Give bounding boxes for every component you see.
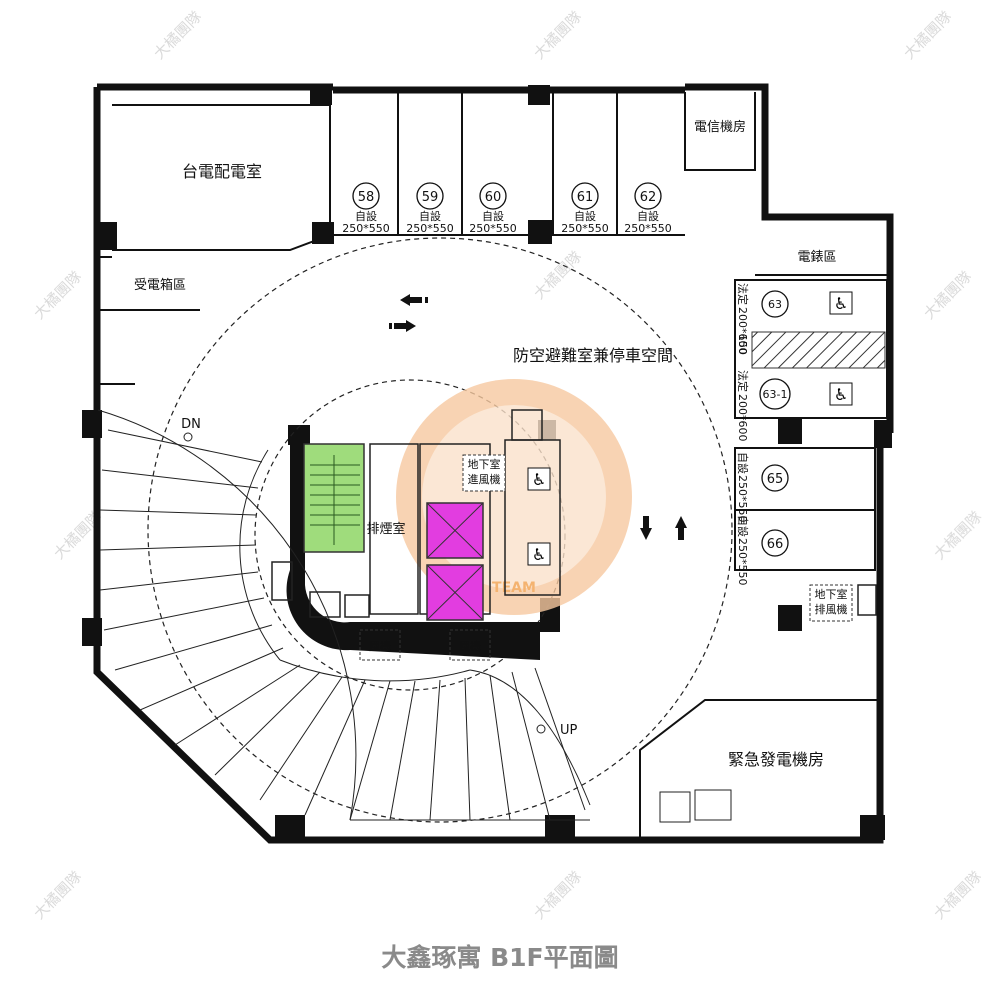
telecom-room-label: 電信機房 [694,119,746,135]
space-type: 自設 [637,209,659,223]
accessible-icon: ♿ [527,467,551,491]
accessible-icon: ♿ [829,382,853,406]
shelter-parking-label: 防空避難室兼停車空間 [513,346,673,365]
page-title: 大鑫琢寓 B1F平面圖 [381,943,618,972]
parking-space-63: 63 法定 200*600 ♿ [736,283,853,355]
parking-space-66: 66 自設 250*550 [736,515,789,586]
space-number: 63-1 [763,388,788,401]
space-type: 法定 [736,370,750,392]
space-size: 250*550 [342,222,390,235]
space-type: 自設 [736,515,750,537]
space-number: 60 [485,190,502,205]
parking-top: 58 自設 250*550 59 自設 250*550 60 自設 250*55… [342,182,672,235]
svg-text:♿: ♿ [834,385,848,404]
space-size: 250*550 [736,475,749,523]
parking-space-62: 62 自設 250*550 [624,182,672,235]
space-number: 59 [422,190,439,205]
traffic-arrows [389,294,687,540]
watermark: 大橘團隊 [530,8,585,63]
fan-box [359,629,401,661]
logo-text: TEAM [492,580,536,596]
generator-shaft [659,791,691,823]
intake-fan-box: 地下室 進風機 [462,454,506,492]
space-number: 58 [358,190,375,205]
parking-space-63-1: 63-1 法定 200*600 ♿ [736,370,853,442]
stair-down-label: DN [181,417,201,432]
space-type: 法定 [736,283,750,305]
space-size: 250*550 [624,222,672,235]
parking-space-61: 61 自設 250*550 [561,182,609,235]
generator-room-label: 緊急發電機房 [728,750,824,769]
parking-right: 63 法定 200*600 ♿ 150 63-1 法定 200*600 ♿ 65… [736,283,853,586]
watermark: 大橘團隊 [30,868,85,923]
arrow-left-icon [400,294,428,306]
space-type: 自設 [419,209,441,223]
power-room-label: 台電配電室 [182,162,262,181]
space-number: 61 [577,190,594,205]
outer-turn-circle [147,237,733,823]
space-number: 62 [640,190,657,205]
accessible-icon: ♿ [527,542,551,566]
space-number: 65 [767,472,784,487]
space-size: 200*600 [736,394,749,442]
arrow-right-icon [389,320,416,332]
space-type: 自設 [574,209,596,223]
basement-exhaust-fan-label: 地下室 排風機 [814,588,848,616]
arrow-down-icon [640,516,652,540]
arrow-up-icon [675,516,687,540]
space-size: 250*550 [406,222,454,235]
watermark: 大橘團隊 [900,8,955,63]
spiral-ramp [97,409,591,821]
space-size: 250*550 [561,222,609,235]
smoke-exhaust-room-label: 排煙室 [366,521,405,537]
parking-space-60: 60 自設 250*550 [469,182,517,235]
parking-space-59: 59 自設 250*550 [406,182,454,235]
space-size: 250*550 [469,222,517,235]
meter-area-label: 電錶區 [797,250,836,265]
watermark: 大橘團隊 [530,868,585,923]
watermark: 大橘團隊 [930,868,985,923]
space-number: 63 [768,298,782,311]
partitions [100,92,888,840]
generator-shaft [694,789,732,821]
watermark: 大橘團隊 [930,508,985,563]
watermark: 大橘團隊 [150,8,205,63]
svg-text:♿: ♿ [532,470,546,489]
space-number: 66 [767,537,784,552]
parking-space-58: 58 自設 250*550 [342,182,390,235]
space-type: 自設 [482,209,504,223]
fan-label: 風機 [369,639,391,653]
gap-dimension: 150 [736,334,749,355]
exhaust-fan-box: 地下室 排風機 [809,584,853,622]
watermark: 大橘團隊 [530,248,585,303]
fan-box [449,629,491,661]
space-size: 250*550 [736,538,749,586]
basement-intake-fan-label: 地下室 進風機 [467,458,501,486]
watermark: 大橘團隊 [920,268,975,323]
parking-space-65: 65 自設 250*550 [736,452,789,523]
space-size: 200*600 [736,307,749,355]
svg-text:♿: ♿ [532,545,546,564]
space-type: 自設 [736,452,750,474]
fan-label: 風機 [459,639,481,653]
accessible-icon: ♿ [829,291,853,315]
hatched-gap [751,331,886,369]
central-core [271,409,877,660]
stair-up-label: UP [560,723,578,738]
power-box-area-label: 受電箱區 [134,277,186,293]
space-type: 自設 [355,209,377,223]
watermark: 大橘團隊 [30,268,85,323]
svg-text:♿: ♿ [834,294,848,313]
